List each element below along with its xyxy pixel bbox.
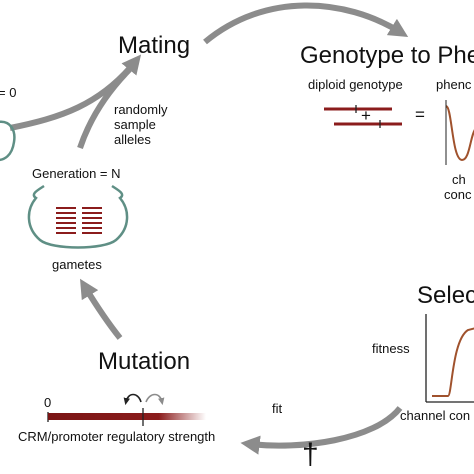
random-sampling-line: randomly xyxy=(114,102,168,117)
arrow-mutation-to-gametes xyxy=(79,278,123,340)
fitness-plot xyxy=(425,314,474,403)
crm-strength-label: CRM/promoter regulatory strength xyxy=(18,429,216,444)
mutation-step-left xyxy=(123,393,142,406)
random-sampling-line: sample xyxy=(114,117,156,132)
gamete-alleles xyxy=(56,207,102,234)
gametes-label: gametes xyxy=(52,257,102,272)
crm-strength-bar xyxy=(48,413,206,420)
bar-origin-label: 0 xyxy=(44,395,52,410)
gamete-cell-outline xyxy=(27,184,129,249)
fitness-curve xyxy=(432,327,474,397)
selection-title: Selec xyxy=(417,282,474,309)
channel-conc-fragment: ch conc xyxy=(444,172,471,202)
generation-label: Generation = N xyxy=(32,166,121,181)
equals-sign: = xyxy=(415,105,425,124)
diploid-genotype-label: diploid genotype xyxy=(308,77,403,92)
mating-title: Mating xyxy=(118,32,191,59)
arrow-selection-to-mutation xyxy=(240,406,403,455)
phenotype-label-fragment: phenc xyxy=(436,77,472,92)
fitness-axis-label: fitness xyxy=(372,341,410,356)
phenotype-curve xyxy=(445,105,474,162)
arrow-gametes-to-mating xyxy=(77,61,138,149)
diploid-chromosomes xyxy=(324,107,402,126)
arrow-mating-to-genotype xyxy=(203,2,409,45)
mutation-step-right xyxy=(145,393,165,406)
plus-sign: + xyxy=(361,106,371,125)
fit-label: fit xyxy=(272,401,283,416)
genotype-to-phenotype-title: Genotype to Phe xyxy=(300,42,474,69)
mutation-title: Mutation xyxy=(98,348,191,375)
random-sampling-line: alleles xyxy=(114,132,151,147)
random-sampling-note: randomly sample alleles xyxy=(114,102,167,147)
channel-conc-line: conc xyxy=(444,187,472,202)
left-cell-outline xyxy=(0,120,16,162)
death-dagger-icon: † xyxy=(302,438,319,471)
generation-zero-fragment: = 0 xyxy=(0,85,17,100)
channel-concentration-axis-label: channel con xyxy=(400,408,471,423)
channel-conc-line: ch xyxy=(452,172,466,187)
